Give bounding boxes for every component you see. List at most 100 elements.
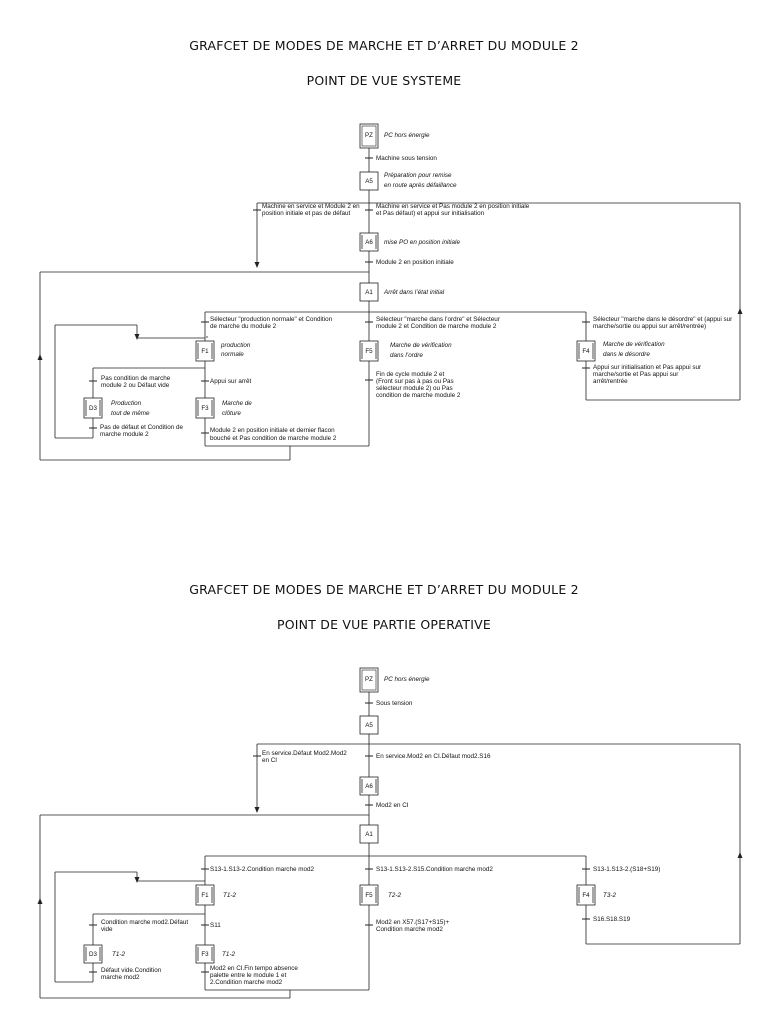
transition-label: (Front sur pas à pas ou Pas [376,378,454,385]
transition-label: Pas condition de marche [101,375,171,382]
step-f1: F1 production normale [195,340,251,362]
transition-label: Fin de cycle module 2 et [376,371,445,378]
step-d3: D3 Production tout de même [83,397,150,419]
step-f5: F5 T2-2 [359,884,401,906]
step-f3: F3 Marche de clôture [195,397,252,419]
step-a1-action: Arrêt dans l’état initial [383,289,445,296]
step-d3-action: Production [111,400,142,407]
step-f4-id: F4 [582,892,590,899]
system-subtitle: POINT DE VUE SYSTEME [306,73,462,88]
step-a1: A1 Arrêt dans l’état initial [359,282,445,302]
step-a1-id: A1 [365,831,373,838]
transition-label: Sélecteur "marche dans le désordre" et (… [593,316,732,323]
transition-label: Appui sur arrêt [210,378,252,385]
step-f4-action: T3-2 [603,892,616,899]
transition-label: Appui sur initialisation et Pas appui su… [593,364,701,371]
transition-label: S11 [210,922,221,929]
step-a6: A6 [359,776,379,796]
step-a5-id: A5 [365,178,373,185]
step-a5: A5 Préparation pour remise en route aprè… [359,171,457,191]
transition-label: condition de marche module 2 [376,392,461,399]
transition-label: de marche du module 2 [210,323,277,330]
transition-label: Sélecteur "production normale" et Condit… [210,316,333,323]
transition-label: Condition marche mod2 [376,926,443,933]
step-pz: PZ PC hors énergie [359,123,430,149]
step-f5-action: Marche de vérification [390,342,452,349]
step-f1-action: normale [221,351,244,358]
transition-label: 2.Condition marche mod2 [210,979,283,986]
transition-label: Sélecteur "marche dans l’ordre" et Sélec… [376,316,500,323]
transition-label: module 2 ou Défaut vide [101,382,170,389]
step-a1-id: A1 [365,289,373,296]
transition-label: bouché et Pas condition de marche module… [210,435,337,442]
step-f4: F4 T3-2 [576,884,616,906]
step-f5: F5 Marche de vérification dans l’ordre [359,340,452,362]
transition-label: S13-1.S13-2.Condition marche mod2 [210,866,314,873]
step-f3-id: F3 [201,951,209,958]
transition-label: Condition marche mod2.Défaut [101,919,188,926]
transition-label: palette entre le module 1 et [210,972,287,979]
transition-label: Sous tension [376,700,413,707]
step-f5-id: F5 [365,892,373,899]
operative-subtitle: POINT DE VUE PARTIE OPERATIVE [277,617,491,632]
step-f1-action: T1-2 [223,892,236,899]
step-f4-action: dans le désordre [603,351,650,358]
transition-label: Défaut vide.Condition [101,967,162,974]
transition-label: Pas de défaut et Condition de [100,424,183,431]
transition-label: Mod2 en CI [376,802,409,809]
step-f3-action: Marche de [222,400,252,407]
transition-label: Machine en service et Pas module 2 en po… [376,203,530,210]
transition-label: vide [101,926,113,933]
transition-label: En service.Mod2 en CI.Défaut mod2.S16 [376,753,491,760]
step-f1-id: F1 [201,348,209,355]
transition-label: en CI [262,757,277,764]
step-d3-id: D3 [89,951,97,958]
step-a6-action: mise PO en position initiale [384,239,460,246]
system-title: GRAFCET DE MODES DE MARCHE ET D’ARRET DU… [189,38,579,53]
transition-label: Mod2 en CI.Fin tempo absence [210,965,298,972]
step-f3-action: clôture [222,410,241,417]
transition-label: sélecteur module 2) ou Pas [376,385,453,392]
step-f4-id: F4 [582,348,590,355]
transition-label: et Pas défaut) et appui sur initialisati… [376,210,485,217]
step-f3-id: F3 [201,405,209,412]
step-f5-id: F5 [365,348,373,355]
step-f1: F1 T1-2 [195,884,236,906]
step-d3-action: T1-2 [112,951,125,958]
step-a5-action: Préparation pour remise [384,172,452,179]
step-f1-id: F1 [201,892,209,899]
transition-label: position initiale et pas de défaut [262,210,350,217]
step-a6-id: A6 [365,783,373,790]
step-pz-id: PZ [365,676,373,683]
step-f3-action: T1-2 [222,951,235,958]
transition-label: arrêt/rentrée [593,378,628,385]
transition-label: Machine sous tension [376,155,437,162]
step-a1: A1 [359,824,379,844]
transition-label: Module 2 en position initiale et dernier… [210,427,335,434]
step-d3-id: D3 [89,405,97,412]
transition-label: Mod2 en X57.(S17+S15)+ [376,919,449,926]
transition-label: module 2 et Condition de marche module 2 [376,323,497,330]
transition-label: Module 2 en position initiale [376,259,454,266]
step-f1-action: production [220,342,251,349]
step-pz-action: PC hors énergie [384,132,430,139]
step-pz-id: PZ [365,132,373,139]
transition-label: En service.Défaut Mod2.Mod2 [262,750,347,757]
transition-label: marche module 2 [100,431,149,438]
step-f4-action: Marche de vérification [603,341,665,348]
transition-label: marche mod2 [101,974,140,981]
transition-label: S13-1.S13-2.S15.Condition marche mod2 [376,866,493,873]
grafcet-systeme: PZ PC hors énergie A5 Préparation pour r… [37,123,743,461]
step-f5-action: dans l’ordre [390,352,423,359]
step-f4: F4 Marche de vérification dans le désord… [576,340,665,362]
step-d3-action: tout de même [111,410,150,417]
step-pz: PZ PC hors énergie [359,667,430,693]
transition-label: Machine en service et Module 2 en [262,203,360,210]
transition-label: marche/sortie ou appui sur arrêt/rentrée… [593,323,706,330]
step-f3: F3 T1-2 [195,944,235,964]
step-a6-id: A6 [365,239,373,246]
step-a5: A5 [359,715,379,735]
step-a6: A6 mise PO en position initiale [359,232,460,252]
operative-title: GRAFCET DE MODES DE MARCHE ET D’ARRET DU… [189,582,579,597]
